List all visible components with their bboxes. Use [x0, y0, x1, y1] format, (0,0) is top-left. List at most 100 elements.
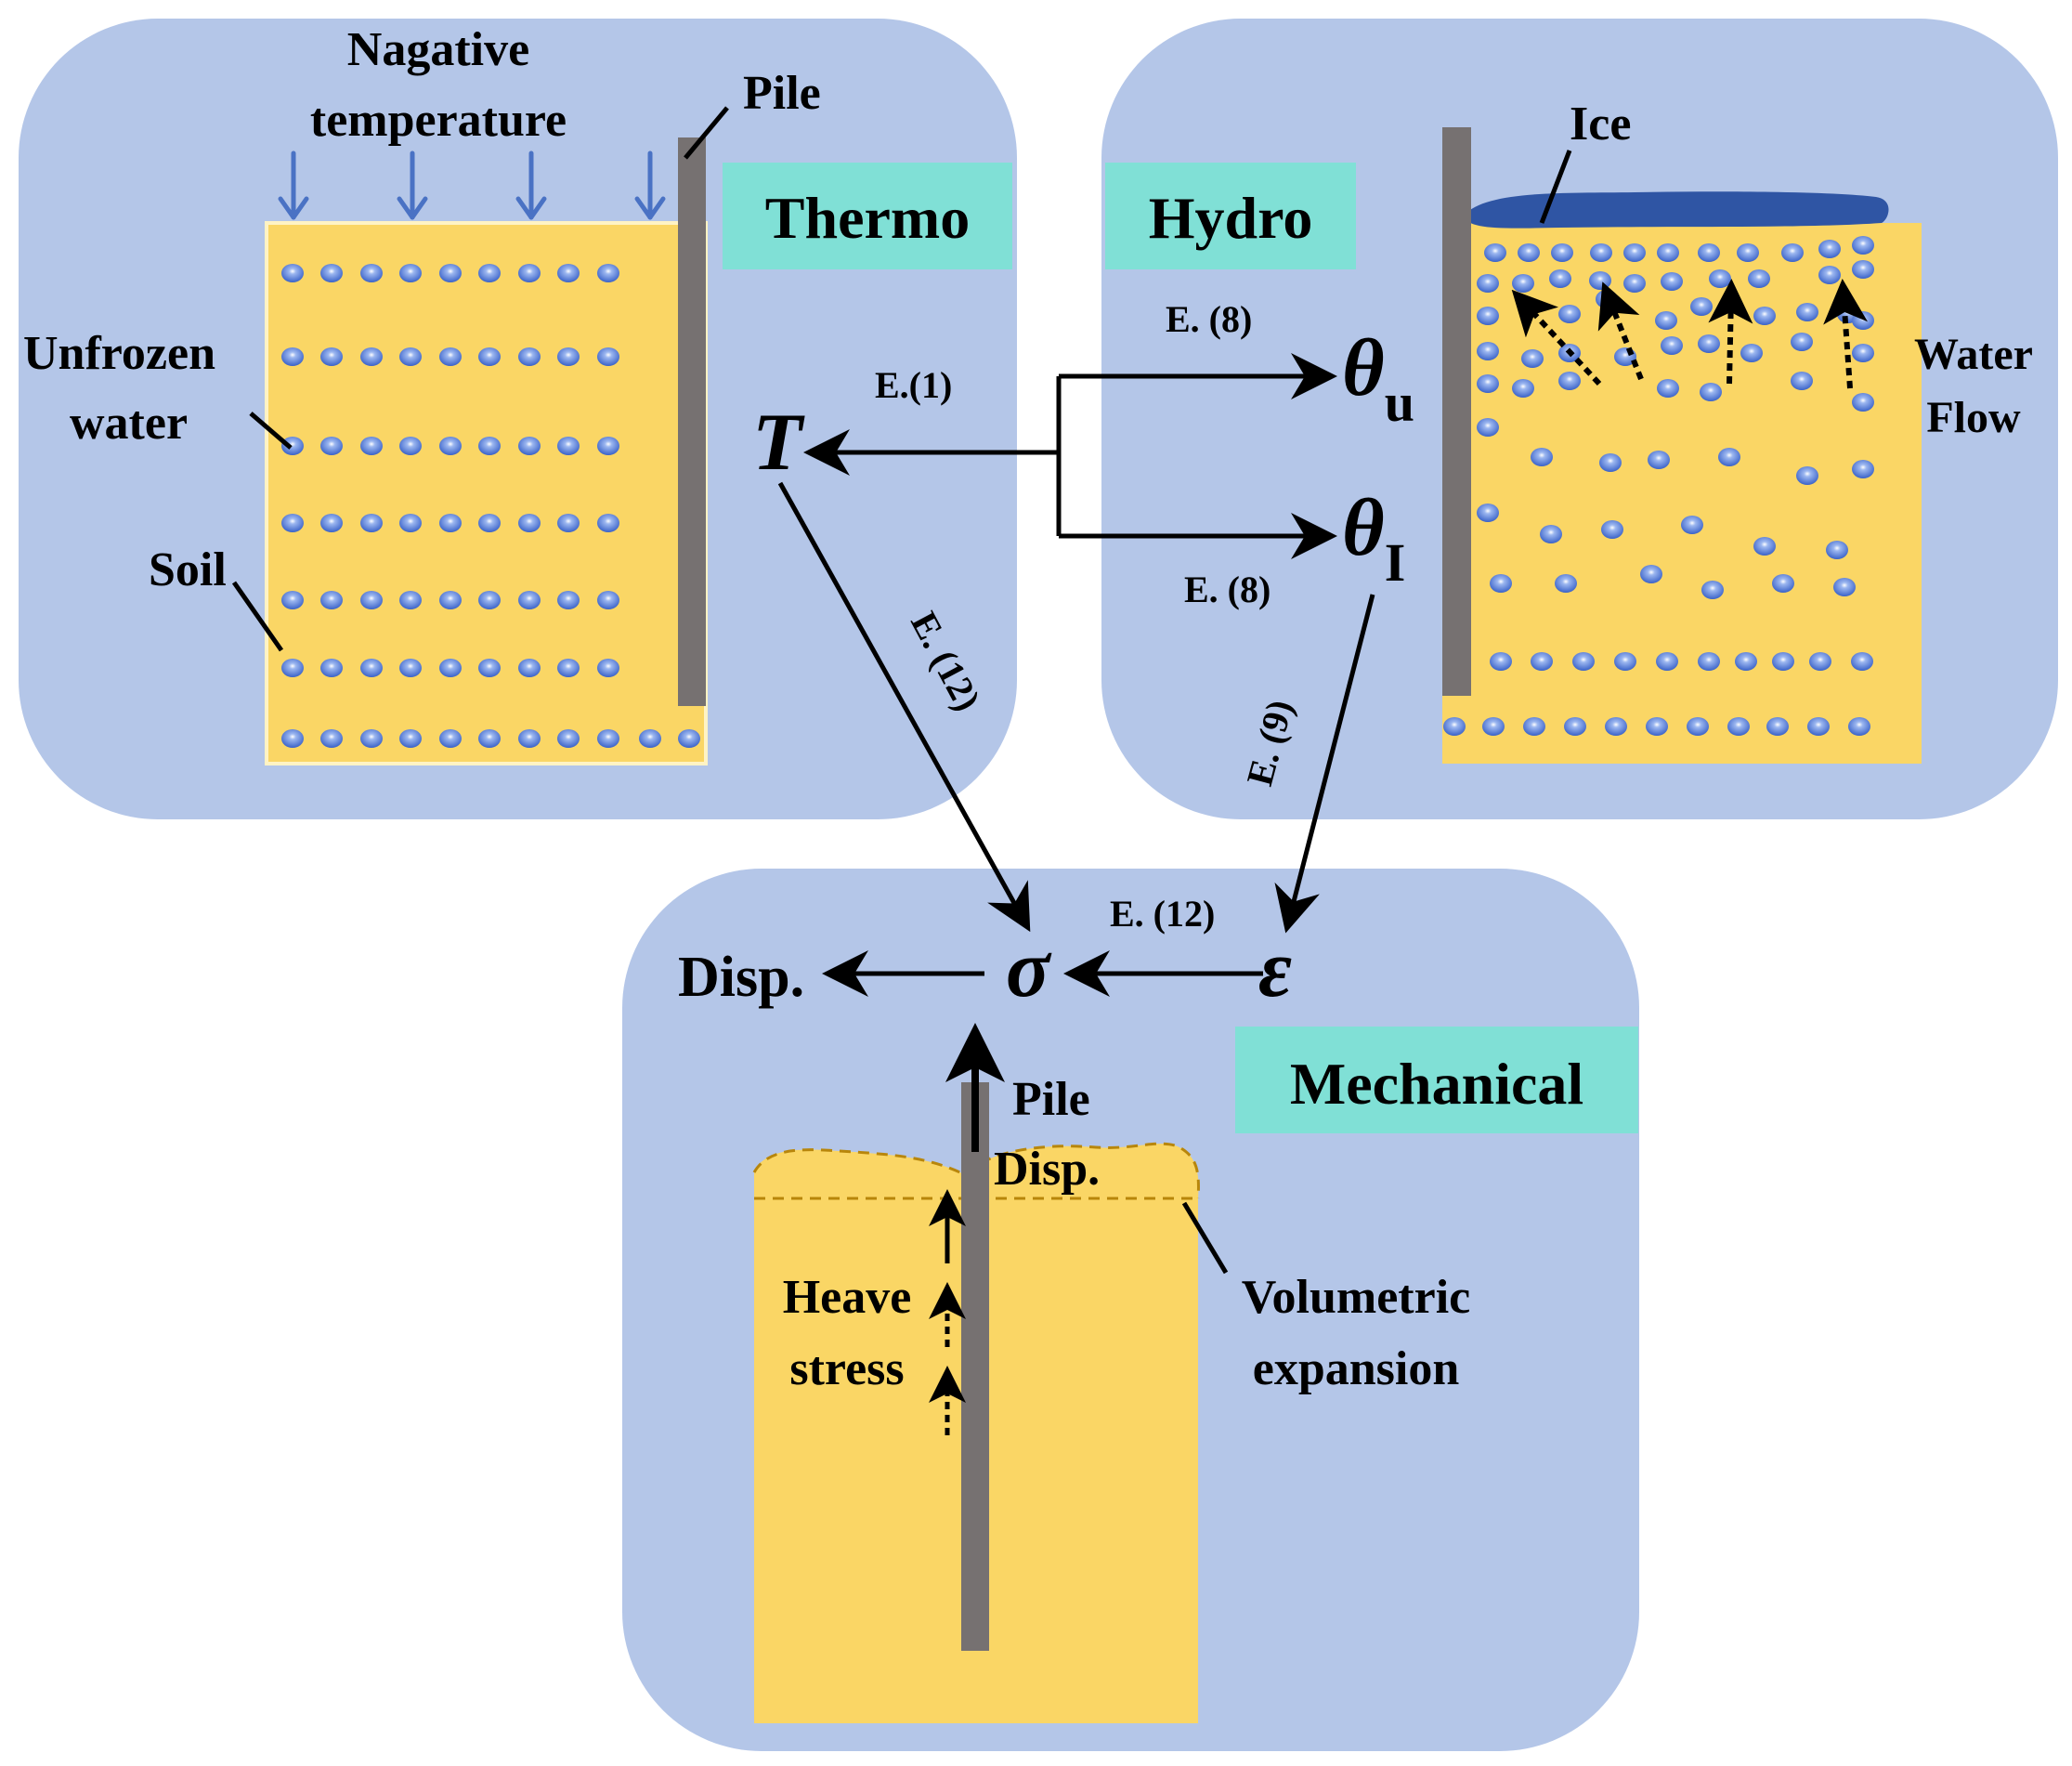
water-droplet: [1518, 243, 1540, 262]
water-droplet: [281, 514, 304, 532]
water-droplet: [597, 591, 619, 609]
pile: [961, 1082, 989, 1651]
water-droplet: [1772, 652, 1794, 671]
water-droplet: [1623, 274, 1646, 293]
water-droplet: [1818, 240, 1841, 258]
variables: T θu θI σ ε Disp.: [678, 323, 1414, 1014]
water-droplet: [1605, 717, 1627, 736]
water-droplet: [1477, 374, 1499, 393]
water-droplet: [1753, 537, 1776, 556]
pile-label: Pile: [743, 67, 821, 120]
water-droplet: [360, 659, 383, 677]
water-droplet: [399, 347, 422, 366]
water-droplet: [518, 659, 541, 677]
water-droplet: [1648, 451, 1670, 469]
water-droplet: [1737, 243, 1759, 262]
water-droplet: [597, 347, 619, 366]
water-droplet: [1727, 717, 1750, 736]
water-droplet: [597, 729, 619, 748]
water-droplet: [1477, 504, 1499, 522]
water-droplet: [518, 514, 541, 532]
water-droplet: [1661, 272, 1683, 291]
water-droplet: [1852, 260, 1874, 279]
water-droplet: [1657, 243, 1679, 262]
water-flow-arrows: [1511, 279, 1869, 389]
water-droplet: [1490, 652, 1512, 671]
thermo-panel-content: Nagative temperature Pile Unfrozen water…: [23, 23, 1012, 765]
water-droplet: [1655, 311, 1677, 330]
soil-block: [265, 221, 708, 765]
water-droplet: [1748, 269, 1770, 288]
ice-leader: [1539, 150, 1572, 224]
thermo-label: Thermo: [765, 185, 970, 251]
water-droplet: [597, 264, 619, 282]
mechanical-panel-content: Pile Disp. Heave stress Volumetric expan…: [752, 1023, 1638, 1723]
pile: [1442, 127, 1471, 696]
water-droplet: [518, 729, 541, 748]
ice-label: Ice: [1570, 98, 1631, 150]
water-droplet: [597, 514, 619, 532]
water-flow-label-2: Flow: [1926, 393, 2021, 442]
water-droplet: [1791, 333, 1813, 351]
ice-layer: [1464, 191, 1889, 229]
theta-u-variable: θu: [1342, 323, 1414, 433]
water-droplet: [1614, 652, 1636, 671]
soil-leader: [231, 581, 284, 652]
negative-temp-label-2: temperature: [310, 94, 567, 147]
hydro-panel-content: Ice Water Flow Hydro: [1105, 98, 2033, 764]
mechanical-label-box: [1235, 1027, 1638, 1133]
eq-8-top-label: E. (8): [1166, 298, 1252, 340]
water-dots: [1443, 236, 1874, 736]
water-droplet: [1852, 311, 1874, 330]
coupling-arrows: [777, 353, 1375, 997]
theta-i-variable: θI: [1342, 483, 1405, 593]
water-droplet: [1661, 336, 1683, 355]
water-droplet: [1657, 379, 1679, 398]
water-droplet: [478, 659, 501, 677]
water-droplet: [320, 591, 343, 609]
water-droplet: [1482, 717, 1505, 736]
water-droplet: [1709, 269, 1731, 288]
water-droplet: [1477, 342, 1499, 360]
water-droplet: [1766, 717, 1789, 736]
negative-temperature-arrows: [278, 150, 666, 220]
water-droplet: [1555, 574, 1577, 593]
water-droplet: [1477, 418, 1499, 437]
thermo-label-box: [723, 163, 1012, 269]
water-droplet: [1791, 372, 1813, 390]
water-droplet: [360, 591, 383, 609]
water-droplet: [1512, 274, 1534, 293]
water-droplet: [1540, 525, 1562, 543]
water-droplet: [360, 514, 383, 532]
water-droplet: [399, 591, 422, 609]
hydro-label-box: [1105, 163, 1356, 269]
water-droplet: [1735, 652, 1757, 671]
water-droplet: [1852, 460, 1874, 478]
water-droplet: [439, 591, 462, 609]
water-droplet: [1698, 243, 1720, 262]
water-droplet: [1589, 271, 1611, 290]
volumetric-expansion-label-2: expansion: [1253, 1342, 1460, 1395]
water-droplet: [439, 437, 462, 455]
water-droplet: [320, 347, 343, 366]
soil-label: Soil: [149, 543, 227, 596]
water-flow-label-1: Water: [1914, 330, 2033, 379]
water-droplet: [399, 514, 422, 532]
water-droplet: [1740, 344, 1763, 362]
water-droplet: [1852, 236, 1874, 255]
water-droplet: [1681, 516, 1703, 534]
water-droplet: [597, 437, 619, 455]
water-droplet: [1490, 574, 1512, 593]
water-droplet: [439, 659, 462, 677]
water-droplet: [1656, 652, 1678, 671]
water-droplet: [1701, 581, 1724, 599]
water-droplet: [1551, 243, 1573, 262]
water-droplet: [478, 264, 501, 282]
water-droplet: [1596, 290, 1618, 308]
water-droplet: [1796, 303, 1818, 321]
water-droplet: [399, 437, 422, 455]
water-droplet: [1753, 307, 1776, 325]
water-droplet: [1826, 541, 1848, 559]
unfrozen-water-label-1: Unfrozen: [23, 327, 215, 380]
